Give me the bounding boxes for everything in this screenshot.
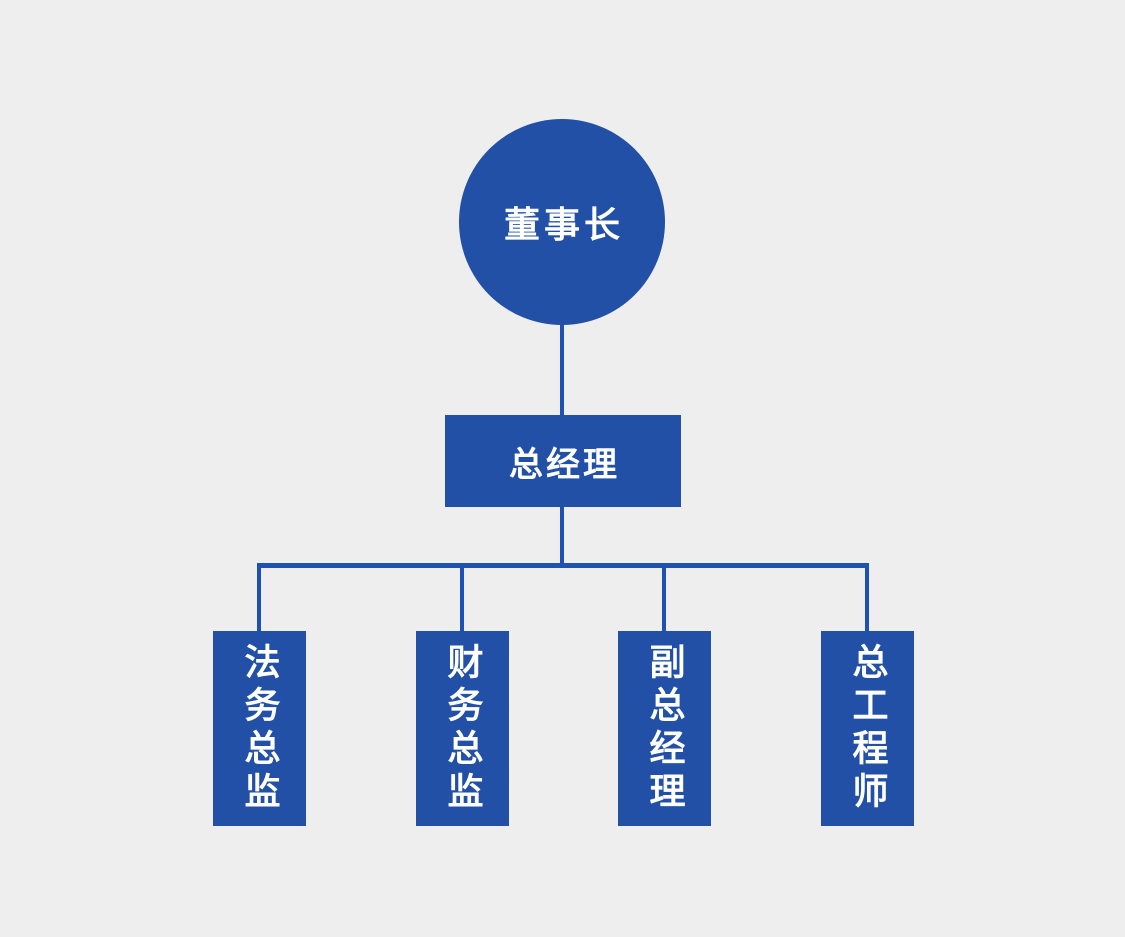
org-node-legal-director-label: 法务总监 <box>239 642 281 815</box>
connector-drop-legal-director <box>257 565 261 631</box>
org-node-general-manager-label: 总经理 <box>509 445 620 484</box>
connector-horizontal-bus <box>257 563 869 568</box>
org-node-legal-director: 法务总监 <box>213 631 306 826</box>
org-node-finance-director: 财务总监 <box>416 631 509 826</box>
connector-root-to-manager <box>560 325 564 415</box>
connector-drop-chief-engineer <box>865 565 869 631</box>
org-node-chief-engineer-label: 总工程师 <box>847 642 889 815</box>
connector-drop-finance-director <box>460 565 464 631</box>
org-node-chief-engineer: 总工程师 <box>821 631 914 826</box>
org-node-chairman: 董事长 <box>459 119 665 325</box>
org-node-deputy-general-manager: 副总经理 <box>618 631 711 826</box>
org-node-deputy-general-manager-label: 副总经理 <box>644 642 686 815</box>
org-node-chairman-label: 董事长 <box>503 204 624 245</box>
org-node-finance-director-label: 财务总监 <box>442 642 484 815</box>
connector-drop-deputy-gm <box>662 565 666 631</box>
org-node-general-manager: 总经理 <box>445 415 681 507</box>
connector-manager-to-bus <box>560 507 564 565</box>
